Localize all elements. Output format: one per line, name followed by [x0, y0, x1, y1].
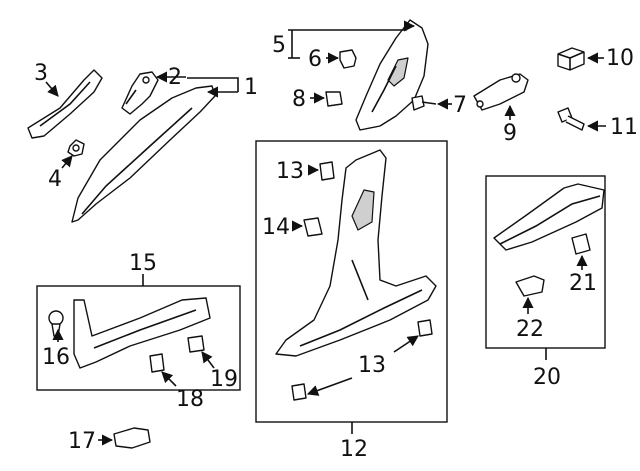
- callout-16: 16: [42, 345, 70, 370]
- leader-4: [61, 155, 73, 169]
- callout-5: 5: [272, 33, 286, 58]
- callout-9: 9: [503, 121, 517, 146]
- leader-13-bottom-a: [393, 335, 419, 353]
- leader-5-top: [288, 24, 407, 31]
- scuff-plate-part-20: [493, 183, 605, 251]
- leader-3: [45, 81, 59, 97]
- bolt-part-7: [411, 95, 437, 111]
- callout-20: 20: [533, 365, 561, 390]
- a-pillar-trim-part: [71, 85, 216, 223]
- callout-22: 22: [516, 317, 544, 342]
- clip-part-18: [149, 353, 165, 373]
- clip-part-22: [515, 275, 545, 297]
- clip-part-13-bottom-a: [417, 319, 433, 337]
- sill-trim-part-15: [73, 297, 211, 369]
- clip-part-21: [571, 233, 591, 255]
- clip-part-8: [325, 91, 343, 107]
- callout-12: 12: [340, 437, 368, 462]
- clip-part-14: [303, 217, 323, 237]
- bracket-part-2: [121, 71, 159, 115]
- trim-strip-part-3: [27, 69, 103, 139]
- callout-15: 15: [129, 251, 157, 276]
- callout-10: 10: [606, 46, 634, 71]
- callout-17: 17: [68, 429, 96, 454]
- belt-guide-part-9: [473, 73, 529, 111]
- clip-part-13-top: [319, 161, 335, 181]
- clip-part-6: [339, 49, 357, 69]
- callout-18: 18: [176, 387, 204, 412]
- callout-11: 11: [610, 115, 638, 140]
- group-box-15: [36, 285, 241, 391]
- callout-1: 1: [244, 75, 258, 100]
- callout-7: 7: [453, 93, 467, 118]
- clip-part-19: [187, 335, 205, 353]
- callout-2: 2: [168, 65, 182, 90]
- leader-1: [187, 77, 239, 92]
- callout-13-top: 13: [276, 159, 304, 184]
- b-pillar-lower-part-12: [275, 149, 437, 357]
- nut-part-4: [67, 139, 85, 157]
- clip-part-16: [48, 310, 64, 337]
- leader-13-bottom-b: [306, 377, 353, 396]
- clip-part-13-bottom-b: [291, 383, 307, 401]
- clip-part-17: [113, 427, 151, 449]
- block-part-10: [557, 47, 585, 71]
- callout-3: 3: [34, 61, 48, 86]
- callout-6: 6: [308, 47, 322, 72]
- bolt-part-11: [557, 107, 585, 131]
- callout-8: 8: [292, 87, 306, 112]
- callout-19: 19: [210, 367, 238, 392]
- b-pillar-upper-part-5: [355, 19, 429, 131]
- callout-13-bottom: 13: [358, 353, 386, 378]
- callout-14: 14: [262, 215, 290, 240]
- leader-18: [161, 371, 177, 387]
- callout-4: 4: [48, 167, 62, 192]
- leader-19: [201, 351, 215, 369]
- callout-21: 21: [569, 271, 597, 296]
